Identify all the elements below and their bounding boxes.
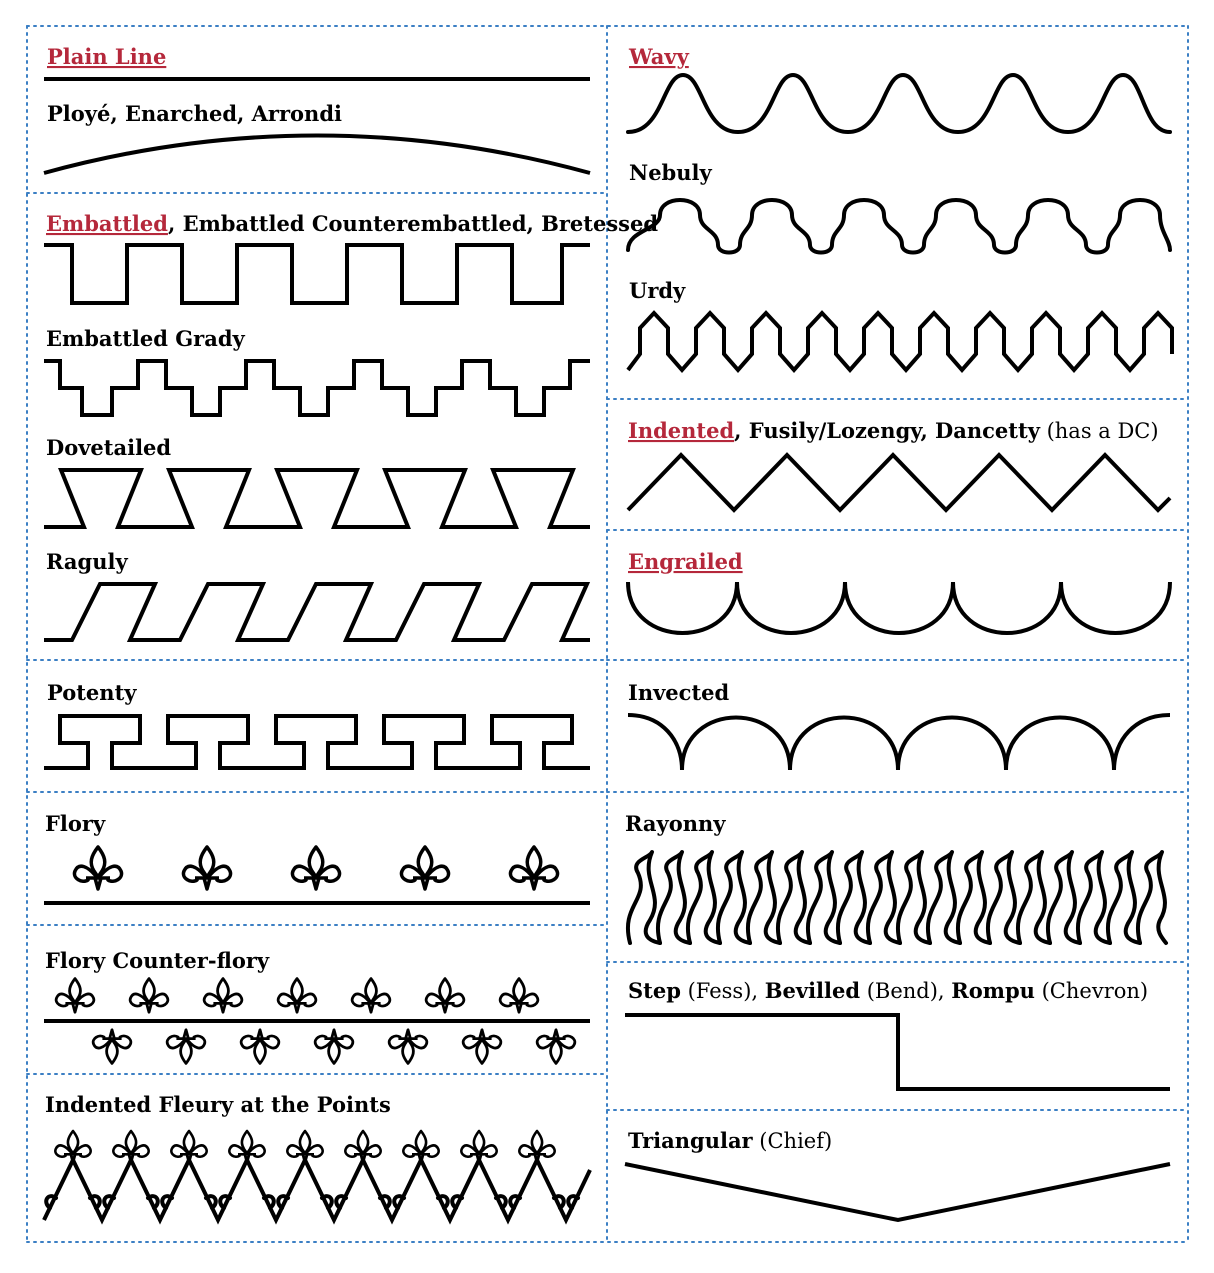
indented-line: [626, 452, 1172, 513]
invected-panel: Invected: [627, 680, 1171, 771]
triangular-title-b1: Triangular: [628, 1128, 754, 1153]
indented-title: Indented, Fusily/Lozengy, Dancetty (has …: [628, 418, 1159, 443]
potenty-line: [44, 714, 590, 770]
ploye-title: Ployé, Enarched, Arrondi: [47, 101, 342, 126]
embattled-grady-title: Embattled Grady: [46, 326, 246, 351]
flory-counter-fleurs-down: [91, 1028, 577, 1065]
embattled-grady-line: [44, 359, 590, 417]
rayonny-line: [626, 850, 1168, 945]
dovetailed-panel: Dovetailed: [44, 435, 590, 529]
indented-fleury-panel: Indented Fleury at the Points: [42, 1092, 592, 1225]
raguly-panel: Raguly: [44, 549, 591, 642]
embattled-title-rest: , Embattled Counterembattled, Bretessed: [168, 211, 658, 236]
engrailed-panel: Engrailed: [626, 549, 1172, 635]
wavy-title: Wavy: [628, 44, 690, 69]
urdy-line: [626, 310, 1174, 374]
engrailed-line: [626, 581, 1172, 635]
potenty-panel: Potenty: [44, 680, 590, 770]
rayonny-title: Rayonny: [625, 811, 726, 836]
nebuly-title: Nebuly: [629, 160, 712, 185]
wavy-line: [626, 73, 1172, 134]
urdy-title: Urdy: [629, 278, 686, 303]
embattled-title: Embattled, Embattled Counterembattled, B…: [46, 211, 658, 236]
indented-title-bold: , Fusily/Lozengy, Dancetty: [734, 418, 1041, 443]
plain-line-title: Plain Line: [47, 44, 166, 69]
step-title: Step (Fess), Bevilled (Bend), Rompu (Che…: [628, 978, 1148, 1003]
raguly-title: Raguly: [46, 549, 128, 574]
step-title-b1: Step: [628, 978, 681, 1003]
triangular-title-n1: (Chief): [753, 1129, 833, 1153]
dovetailed-line: [44, 468, 590, 529]
dovetailed-title: Dovetailed: [46, 435, 171, 460]
rayonny-panel: Rayonny: [625, 811, 1168, 945]
indented-title-red: Indented: [628, 418, 734, 443]
flory-counter-fleurs-up: [54, 977, 540, 1014]
step-title-n1: (Fess),: [681, 979, 765, 1003]
panel-borders: [26, 25, 1189, 1243]
engrailed-title: Engrailed: [628, 549, 743, 574]
step-title-b2: Bevilled: [765, 978, 861, 1003]
ploye-panel: Ployé, Enarched, Arrondi: [43, 101, 591, 175]
step-panel: Step (Fess), Bevilled (Bend), Rompu (Che…: [625, 978, 1170, 1091]
triangular-title: Triangular (Chief): [628, 1128, 832, 1153]
indented-fleury-fleurs: [54, 1129, 556, 1164]
embattled-title-red: Embattled: [46, 211, 168, 236]
embattled-line: [44, 243, 590, 305]
triangular-panel: Triangular (Chief): [624, 1128, 1171, 1223]
step-line: [625, 1013, 1170, 1091]
invected-line: [627, 713, 1171, 771]
flory-counter-title: Flory Counter-flory: [45, 948, 270, 973]
triangular-line: [624, 1162, 1171, 1223]
nebuly-line: [626, 198, 1172, 255]
flory-fleurs: [72, 845, 560, 891]
indented-panel: Indented, Fusily/Lozengy, Dancetty (has …: [626, 418, 1172, 513]
flory-counter-panel: Flory Counter-flory: [44, 948, 590, 1065]
urdy-panel: Urdy: [626, 278, 1174, 374]
indented-title-note: (has a DC): [1040, 419, 1159, 443]
invected-title: Invected: [628, 680, 730, 705]
indented-fleury-title: Indented Fleury at the Points: [45, 1092, 391, 1117]
embattled-grady-panel: Embattled Grady: [44, 326, 590, 417]
step-title-n3: (Chevron): [1035, 979, 1148, 1003]
nebuly-panel: Nebuly: [626, 160, 1172, 255]
indented-fleury-line: [42, 1155, 592, 1225]
step-title-b3: Rompu: [951, 978, 1035, 1003]
embattled-panel: Embattled, Embattled Counterembattled, B…: [44, 211, 658, 305]
potenty-title: Potenty: [47, 680, 137, 705]
flory-panel: Flory: [44, 811, 590, 905]
indented-fleury-curls: [44, 1194, 580, 1210]
flory-title: Flory: [45, 811, 106, 836]
ploye-line: [43, 133, 591, 175]
step-title-n2: (Bend),: [860, 979, 951, 1003]
raguly-line: [44, 582, 591, 642]
wavy-panel: Wavy: [626, 44, 1172, 134]
plain-line-panel: Plain Line: [44, 44, 590, 81]
